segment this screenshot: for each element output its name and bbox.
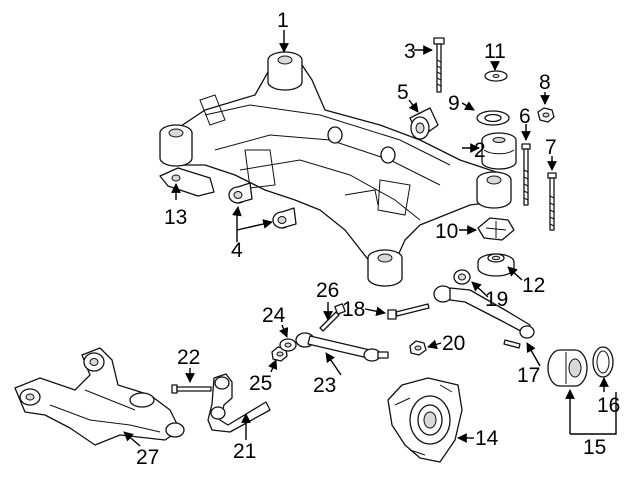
bolt-3	[433, 37, 445, 93]
bearing-15	[547, 349, 588, 387]
bolt-22	[171, 384, 212, 394]
callout-17: 17	[517, 364, 540, 387]
mount-2	[481, 132, 517, 170]
bolt-26	[319, 303, 346, 332]
callout-labels: 1 2 3 4 5 6 7 8 9 10 11 12 13 14 15 16 1…	[136, 9, 620, 469]
callout-24: 24	[262, 304, 286, 327]
toe-link-23	[295, 332, 389, 362]
bolt-7	[547, 172, 557, 231]
washer-9	[476, 110, 510, 126]
knuckle-14	[387, 377, 463, 463]
bushing-4a	[228, 182, 253, 204]
bushing-4b	[272, 207, 297, 229]
callout-4: 4	[231, 239, 243, 262]
upper-arm-17	[433, 285, 535, 349]
callout-10: 10	[435, 220, 458, 243]
lower-control-arm-27	[14, 347, 185, 446]
bushing-5	[409, 107, 439, 140]
callout-15: 15	[583, 436, 606, 459]
subframe	[159, 51, 512, 287]
callout-11: 11	[484, 40, 506, 63]
bracket-13	[159, 167, 215, 197]
washer-11	[484, 70, 508, 82]
callout-6: 6	[519, 105, 531, 128]
callout-1: 1	[277, 9, 289, 32]
bolt-18	[387, 303, 430, 320]
nut-20	[409, 340, 427, 356]
callout-5: 5	[397, 81, 409, 104]
callout-9: 9	[448, 92, 460, 115]
callout-26: 26	[316, 279, 339, 302]
callout-18: 18	[342, 298, 365, 321]
callout-7: 7	[545, 136, 557, 159]
nut-8	[537, 107, 555, 123]
callout-21: 21	[233, 440, 256, 463]
plate-10	[477, 217, 515, 241]
callout-19: 19	[485, 288, 508, 311]
bolt-6	[521, 143, 531, 206]
callout-13: 13	[164, 206, 187, 229]
bushing-19	[453, 269, 471, 285]
callout-22: 22	[177, 346, 200, 369]
leader-lines	[123, 30, 617, 447]
callout-3: 3	[404, 40, 416, 63]
washer-24	[279, 338, 297, 352]
mount-cap-12	[477, 253, 515, 277]
seal-ring-16	[592, 346, 614, 378]
callout-14: 14	[475, 427, 499, 450]
callout-25: 25	[249, 372, 272, 395]
callout-23: 23	[313, 374, 336, 397]
callout-8: 8	[539, 71, 551, 94]
callout-27: 27	[136, 446, 159, 469]
callout-16: 16	[597, 394, 620, 417]
callout-20: 20	[442, 332, 465, 355]
callout-12: 12	[522, 274, 545, 297]
callout-2: 2	[474, 139, 486, 162]
